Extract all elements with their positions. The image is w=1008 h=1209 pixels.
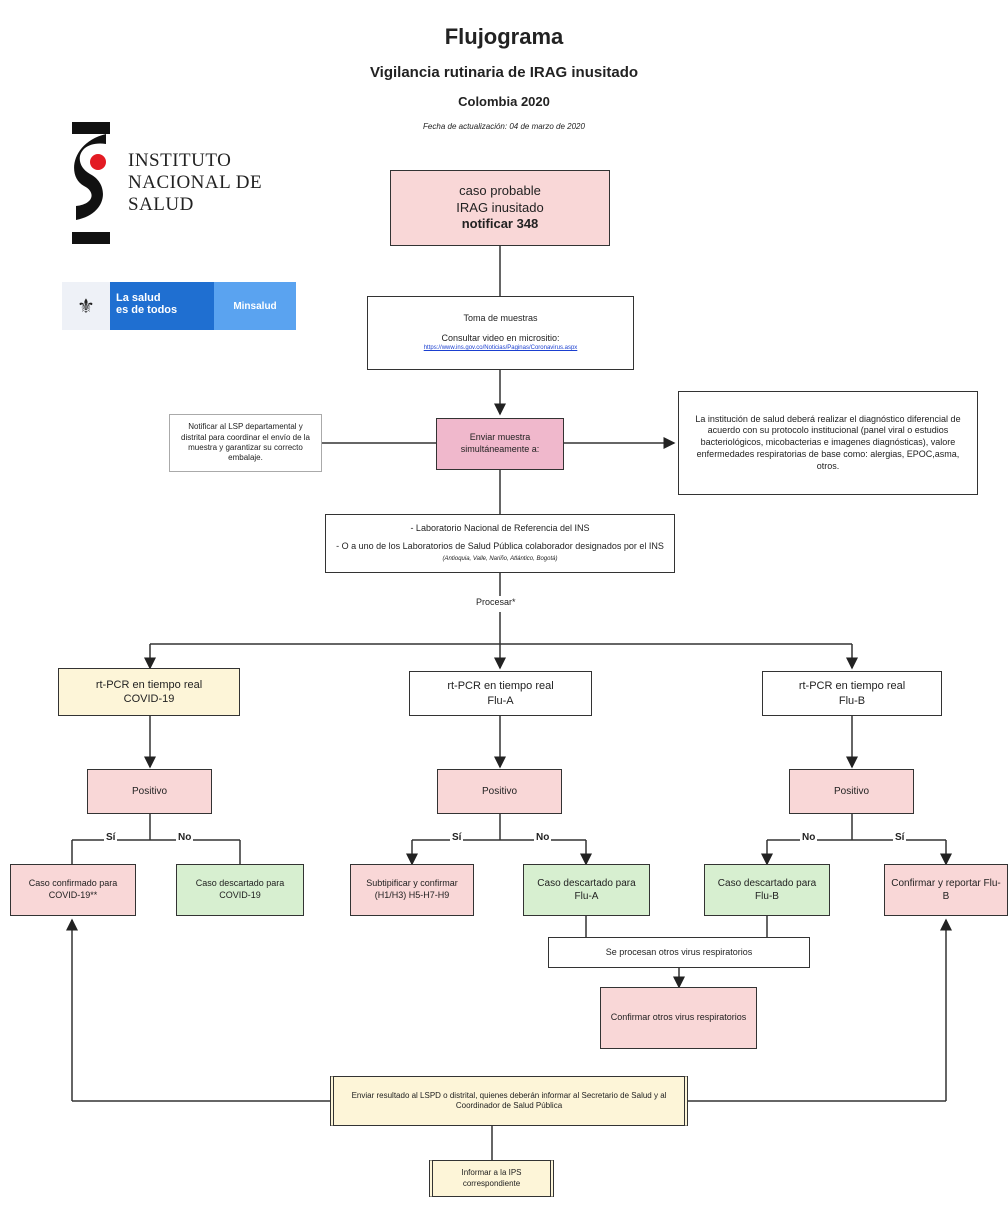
gov-slogan: La salud es de todos (110, 282, 214, 330)
laboratorios-box: - Laboratorio Nacional de Referencia del… (325, 514, 675, 573)
positivo-covid-box: Positivo (87, 769, 212, 814)
no-label-covid: No (176, 832, 194, 843)
informar-ips-box: Informar a la IPS correspondiente (429, 1160, 554, 1197)
si-label-flub: Sí (893, 832, 907, 843)
minsalud-brand: Minsalud (214, 282, 296, 330)
ins-logo (68, 122, 114, 249)
si-label-covid: Sí (104, 832, 118, 843)
confirmar-otros-box: Confirmar otros virus respiratorios (600, 987, 757, 1049)
flua-descartado-box: Caso descartado para Flu-A (523, 864, 650, 916)
procesar-label: Procesar* (474, 597, 518, 607)
positivo-flub-box: Positivo (789, 769, 914, 814)
gov-logo: ⚜ La salud es de todos Minsalud (62, 282, 296, 330)
no-label-flua: No (534, 832, 552, 843)
institucion-salud-box: La institución de salud deberá realizar … (678, 391, 978, 495)
notificar-lsp-box: Notificar al LSP departamental y distrit… (169, 414, 322, 472)
positivo-flua-box: Positivo (437, 769, 562, 814)
enviar-muestra-box: Enviar muestra simultáneamente a: (436, 418, 564, 470)
micrositio-link[interactable]: https://www.ins.gov.co/Noticias/Paginas/… (423, 344, 578, 351)
ins-wordmark: INSTITUTO NACIONAL DE SALUD (128, 150, 263, 215)
no-label-flub: No (800, 832, 818, 843)
page-title: Flujograma (444, 24, 564, 49)
toma-muestras-box: Toma de muestras Consultar video en micr… (367, 296, 634, 370)
enviar-resultado-box: Enviar resultado al LSPD o distrital, qu… (330, 1076, 688, 1126)
otros-virus-box: Se procesan otros virus respiratorios (548, 937, 810, 968)
flub-descartado-box: Caso descartado para Flu-B (704, 864, 830, 916)
coat-of-arms-icon: ⚜ (62, 282, 110, 330)
si-label-flua: Sí (450, 832, 464, 843)
page-subtitle: Vigilancia rutinaria de IRAG inusitado (369, 64, 639, 81)
flub-confirmar-box: Confirmar y reportar Flu-B (884, 864, 1008, 916)
covid-descartado-box: Caso descartado para COVID-19 (176, 864, 304, 916)
update-date: Fecha de actualización: 04 de marzo de 2… (423, 122, 585, 131)
covid-confirmado-box: Caso confirmado para COVID-19** (10, 864, 136, 916)
subtipificar-box: Subtipificar y confirmar (H1/H3) H5-H7-H… (350, 864, 474, 916)
country-year: Colombia 2020 (458, 94, 550, 109)
caso-probable-box: caso probable IRAG inusitado notificar 3… (390, 170, 610, 246)
